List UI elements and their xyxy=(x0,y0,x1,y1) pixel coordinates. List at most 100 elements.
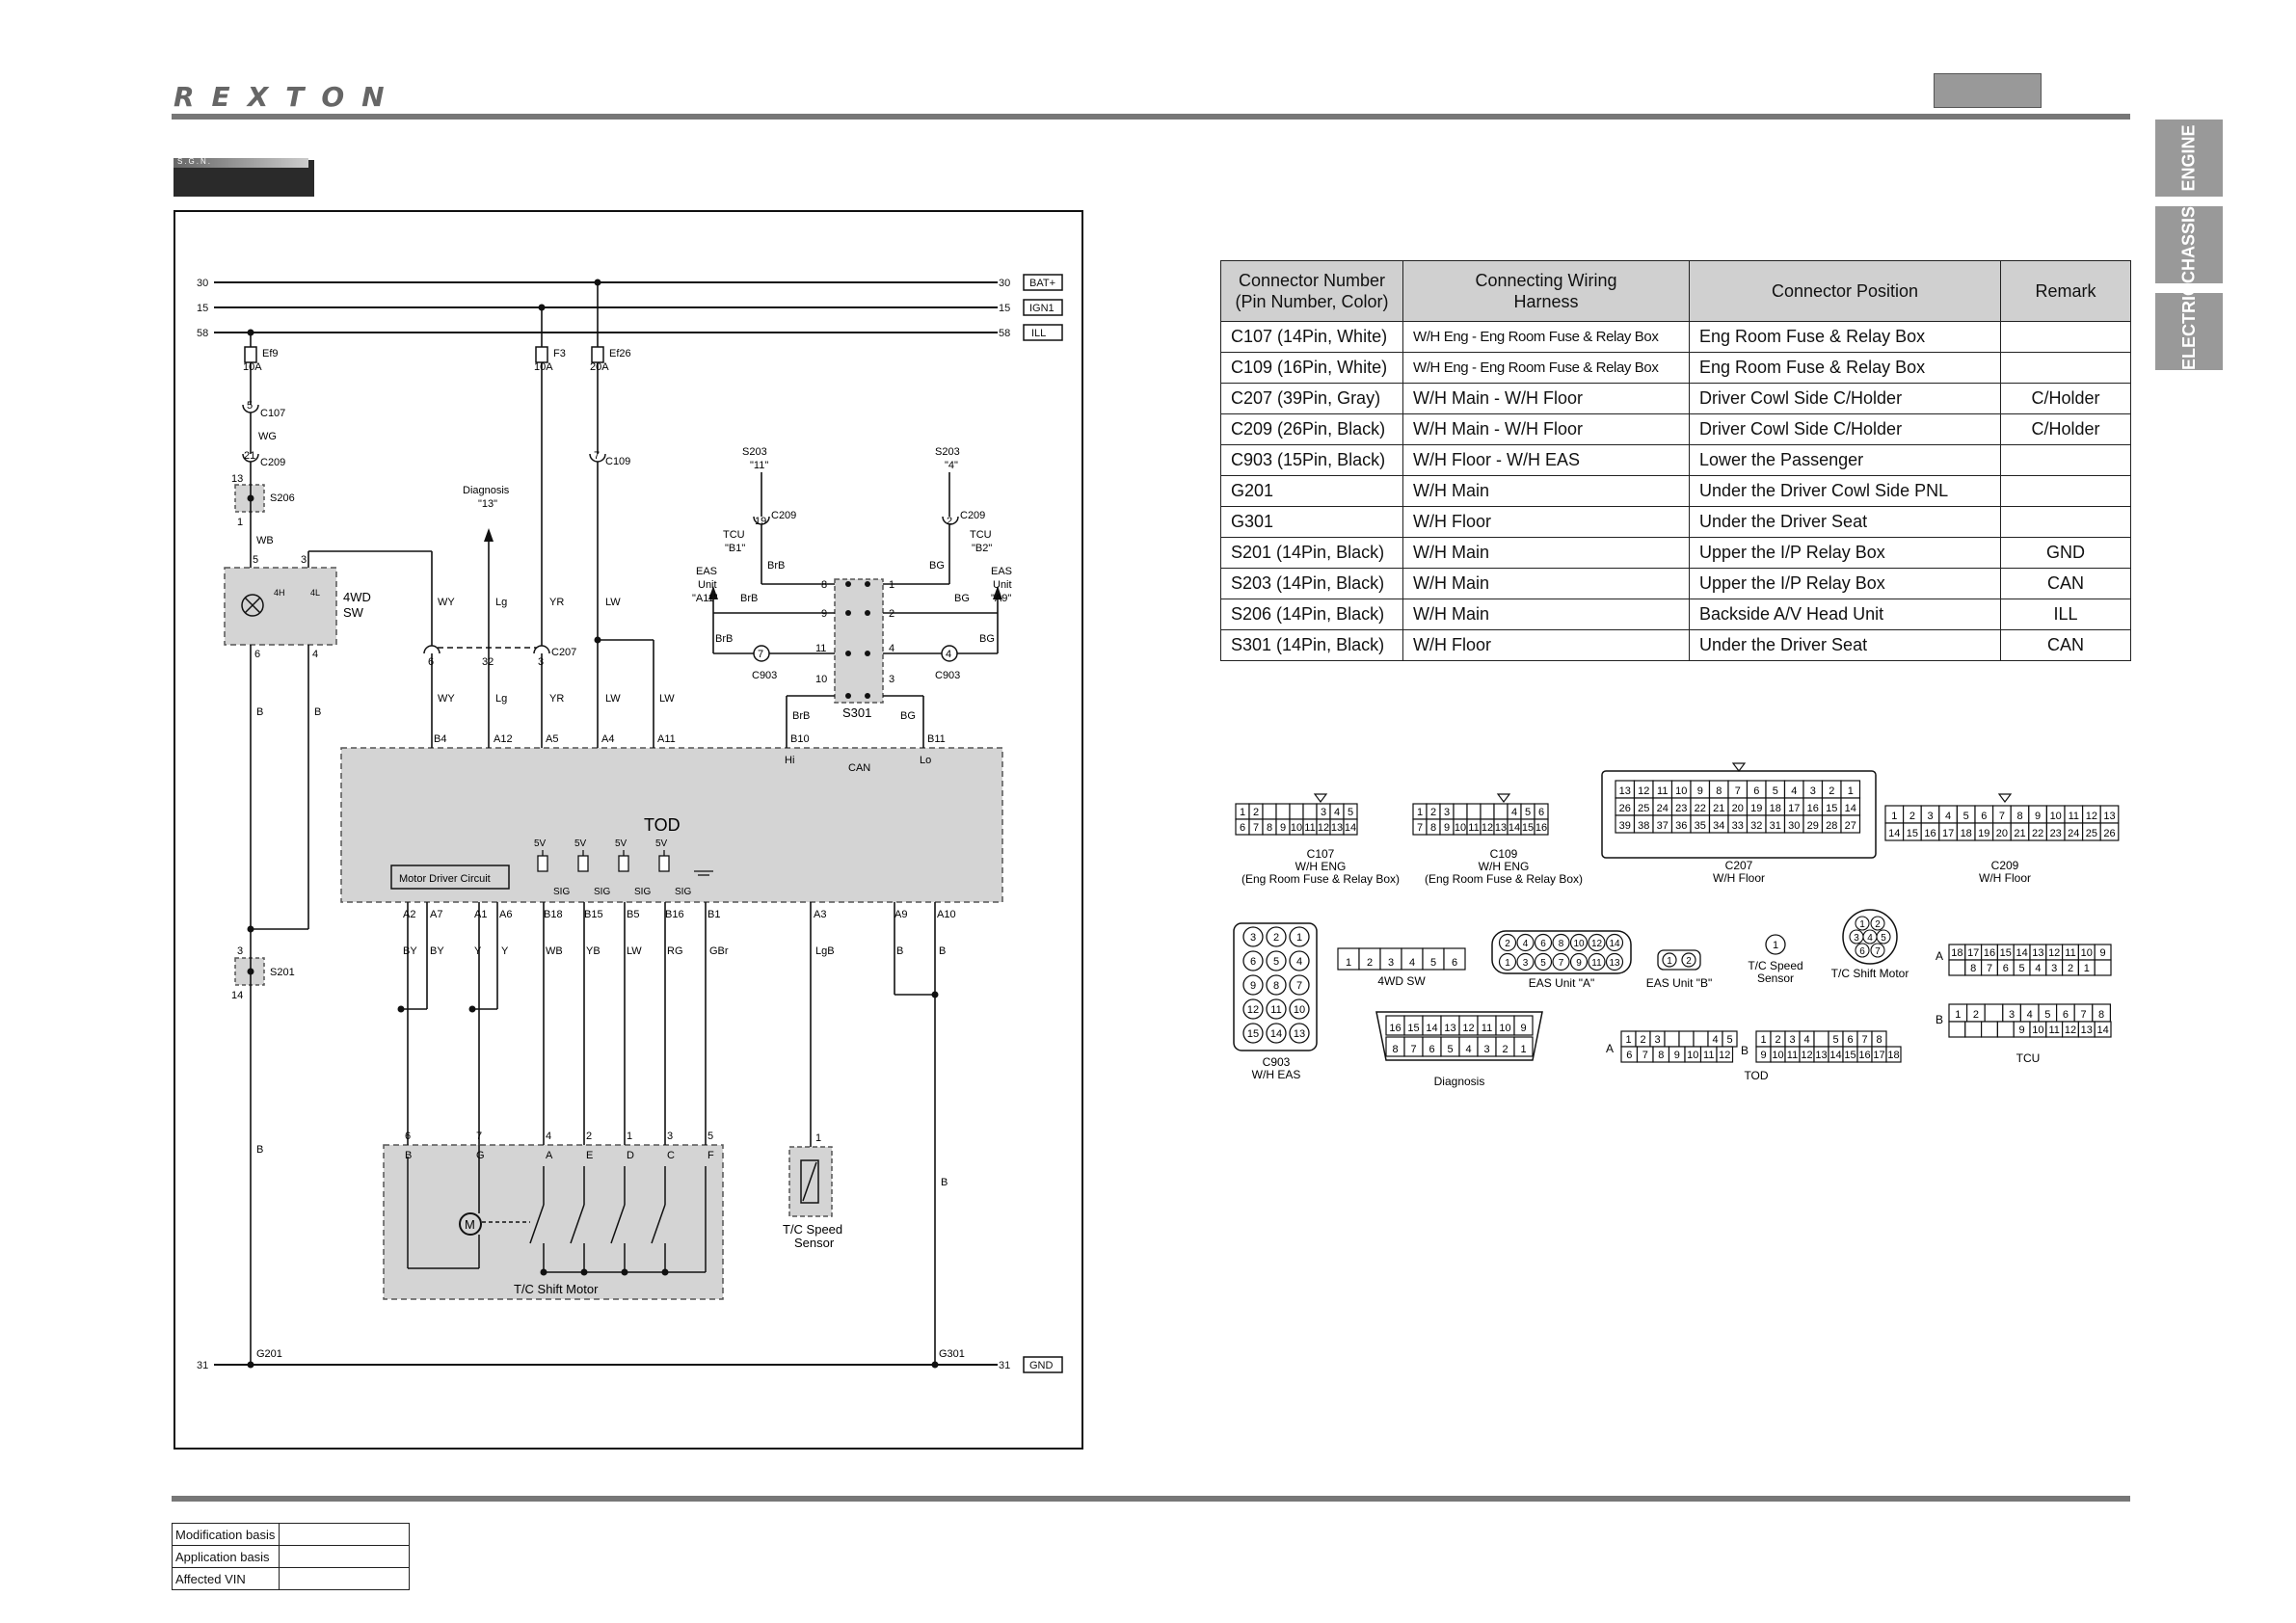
c903-shell xyxy=(1233,922,1318,1051)
tc-shift-pin-hole xyxy=(1855,943,1870,958)
motor-pin-5: 5 xyxy=(707,1131,713,1142)
c209-pin: 21 xyxy=(2014,828,2025,839)
c207-pin: 9 xyxy=(1697,785,1703,797)
tcu-a-pin: 15 xyxy=(2000,947,2012,959)
diagnosis-pin: 14 xyxy=(1426,1023,1437,1034)
eas-a-pin: 14 xyxy=(1609,939,1620,949)
c207-pin: 39 xyxy=(1619,820,1631,832)
c109-cell xyxy=(1453,803,1468,820)
s301-pin-l4: 10 xyxy=(815,674,827,685)
tcu-a-pin: 1 xyxy=(2084,963,2090,974)
tc-shift-pin-hole xyxy=(1876,929,1891,945)
c109-pin: 2 xyxy=(1430,807,1436,818)
fuse-ef9-amp: 10A xyxy=(243,361,262,373)
eas-a-pin: 5 xyxy=(1540,958,1546,969)
c903-pin-hole xyxy=(1266,926,1287,947)
tc-shift-motor-box xyxy=(383,1144,724,1300)
tc-shift-pin-hole xyxy=(1870,916,1885,931)
tod-b-pin: 10 xyxy=(1772,1050,1783,1061)
s301-label: S301 xyxy=(842,705,871,720)
side-tab-chassis[interactable]: CHASSIS xyxy=(2155,206,2223,283)
4h-label: 4H xyxy=(274,588,285,598)
c209-pin: 5 xyxy=(1963,811,1969,822)
pin-sw3: 3 xyxy=(301,554,307,566)
eas-b-pin-hole xyxy=(1681,952,1696,968)
c207-pin: 14 xyxy=(1845,803,1856,814)
tod-pin-a5: A5 xyxy=(546,733,558,745)
c209-pin: 10 xyxy=(2050,811,2062,822)
motor-pin-3: 3 xyxy=(667,1131,673,1142)
tcu-a-pin: 4 xyxy=(2035,963,2041,974)
c209-pin: 11 xyxy=(2069,811,2079,822)
c209-label-1: C209 xyxy=(260,457,285,468)
header-remark: Remark xyxy=(2000,260,2131,322)
eas-a-pin-hole xyxy=(1534,933,1553,952)
tcu-a-pin: 13 xyxy=(2032,947,2043,959)
tcu-a-pin: 11 xyxy=(2065,947,2075,959)
c209-cell xyxy=(2099,822,2120,841)
tcu-b-pin: 1 xyxy=(1955,1009,1961,1021)
c109-pin: 5 xyxy=(1525,807,1531,818)
c207-pin: 1 xyxy=(1848,785,1854,797)
c209-pin: 18 xyxy=(1961,828,1972,839)
wire-b-6: B xyxy=(939,945,946,957)
c207-pin: 13 xyxy=(1619,785,1631,797)
side-tab-engine[interactable]: ENGINE xyxy=(2155,120,2223,197)
side-tab-electric[interactable]: ELECTRIC xyxy=(2155,283,2223,370)
tod-pin-a1: A1 xyxy=(474,909,487,920)
c107-pin: 1 xyxy=(1240,807,1245,818)
fuse-f3-name: F3 xyxy=(553,348,566,359)
pin-s201-bot: 14 xyxy=(231,990,243,1001)
c109-cell xyxy=(1493,803,1508,820)
c903-pin-hole xyxy=(1266,998,1287,1020)
tc-speed-name2: Sensor xyxy=(1757,971,1794,985)
g301-label: G301 xyxy=(939,1348,965,1360)
wire-b-2: B xyxy=(314,706,321,718)
tod-pin-b1: B1 xyxy=(707,909,720,920)
sw4wd-pin: 5 xyxy=(1430,957,1436,969)
c209-pin: 13 xyxy=(2103,811,2115,822)
eas-a-pin: 13 xyxy=(1609,958,1620,969)
tod-pin-b16: B16 xyxy=(665,909,684,920)
tod-pin-a6: A6 xyxy=(499,909,512,920)
c109-pin: 14 xyxy=(1508,822,1520,834)
diagnosis-pin: 5 xyxy=(1447,1044,1453,1055)
c903-pin-hole xyxy=(1266,950,1287,971)
wiring-schematic: 30 15 58 31 30 15 58 31 BAT+ IGN1 ILL GN… xyxy=(197,274,1063,1373)
eas-a-pin-hole xyxy=(1588,933,1606,952)
tc-speed-name: T/C Speed xyxy=(1748,959,1802,972)
diagnosis-pin: 9 xyxy=(1520,1023,1526,1034)
diagnosis-pin: 8 xyxy=(1392,1044,1398,1055)
c903-pin: 7 xyxy=(1296,980,1302,992)
tcu-b-pin: 14 xyxy=(2096,1024,2108,1036)
tod-a-pin: 8 xyxy=(1658,1050,1664,1061)
c207-pin: 28 xyxy=(1826,820,1837,832)
tcu-a-pin: 14 xyxy=(2016,947,2027,959)
c107-pin: 12 xyxy=(1318,822,1329,834)
table-row: C107 (14Pin, White)W/H Eng - Eng Room Fu… xyxy=(1220,321,2131,353)
eas-a-pin-hole xyxy=(1516,952,1535,971)
rail-gnd-label: GND xyxy=(1029,1360,1054,1371)
tc-speed-label: T/C Speed xyxy=(783,1222,842,1237)
c209-pin: 25 xyxy=(2086,828,2097,839)
eas-a-pin: 12 xyxy=(1591,939,1603,949)
tcu-b2-label: TCU xyxy=(970,529,992,541)
fuse-ef26-amp: 20A xyxy=(590,361,609,373)
c209-pin: 19 xyxy=(1978,828,1989,839)
header-harness: Connecting Wiring Harness xyxy=(1402,260,1690,322)
tod-b-label: B xyxy=(1741,1044,1749,1057)
tcu-b-pin: 13 xyxy=(2081,1024,2093,1036)
wire-yb: YB xyxy=(586,945,601,957)
sw4wd-cell xyxy=(1443,947,1466,971)
c209-label-2: C209 xyxy=(771,510,796,521)
wire-bg-2: BG xyxy=(954,593,970,604)
wire-wb: WB xyxy=(256,535,274,546)
eas-a-pin-hole xyxy=(1605,952,1624,971)
tcu-b1-label: TCU xyxy=(723,529,745,541)
tod-a-pin: 11 xyxy=(1703,1050,1714,1061)
c209-pin: 16 xyxy=(1924,828,1936,839)
motor-pin-e: E xyxy=(586,1150,593,1161)
c903-pin: 4 xyxy=(1296,956,1302,968)
c209-pin: 4 xyxy=(1945,811,1951,822)
c207-pin: 29 xyxy=(1807,820,1819,832)
